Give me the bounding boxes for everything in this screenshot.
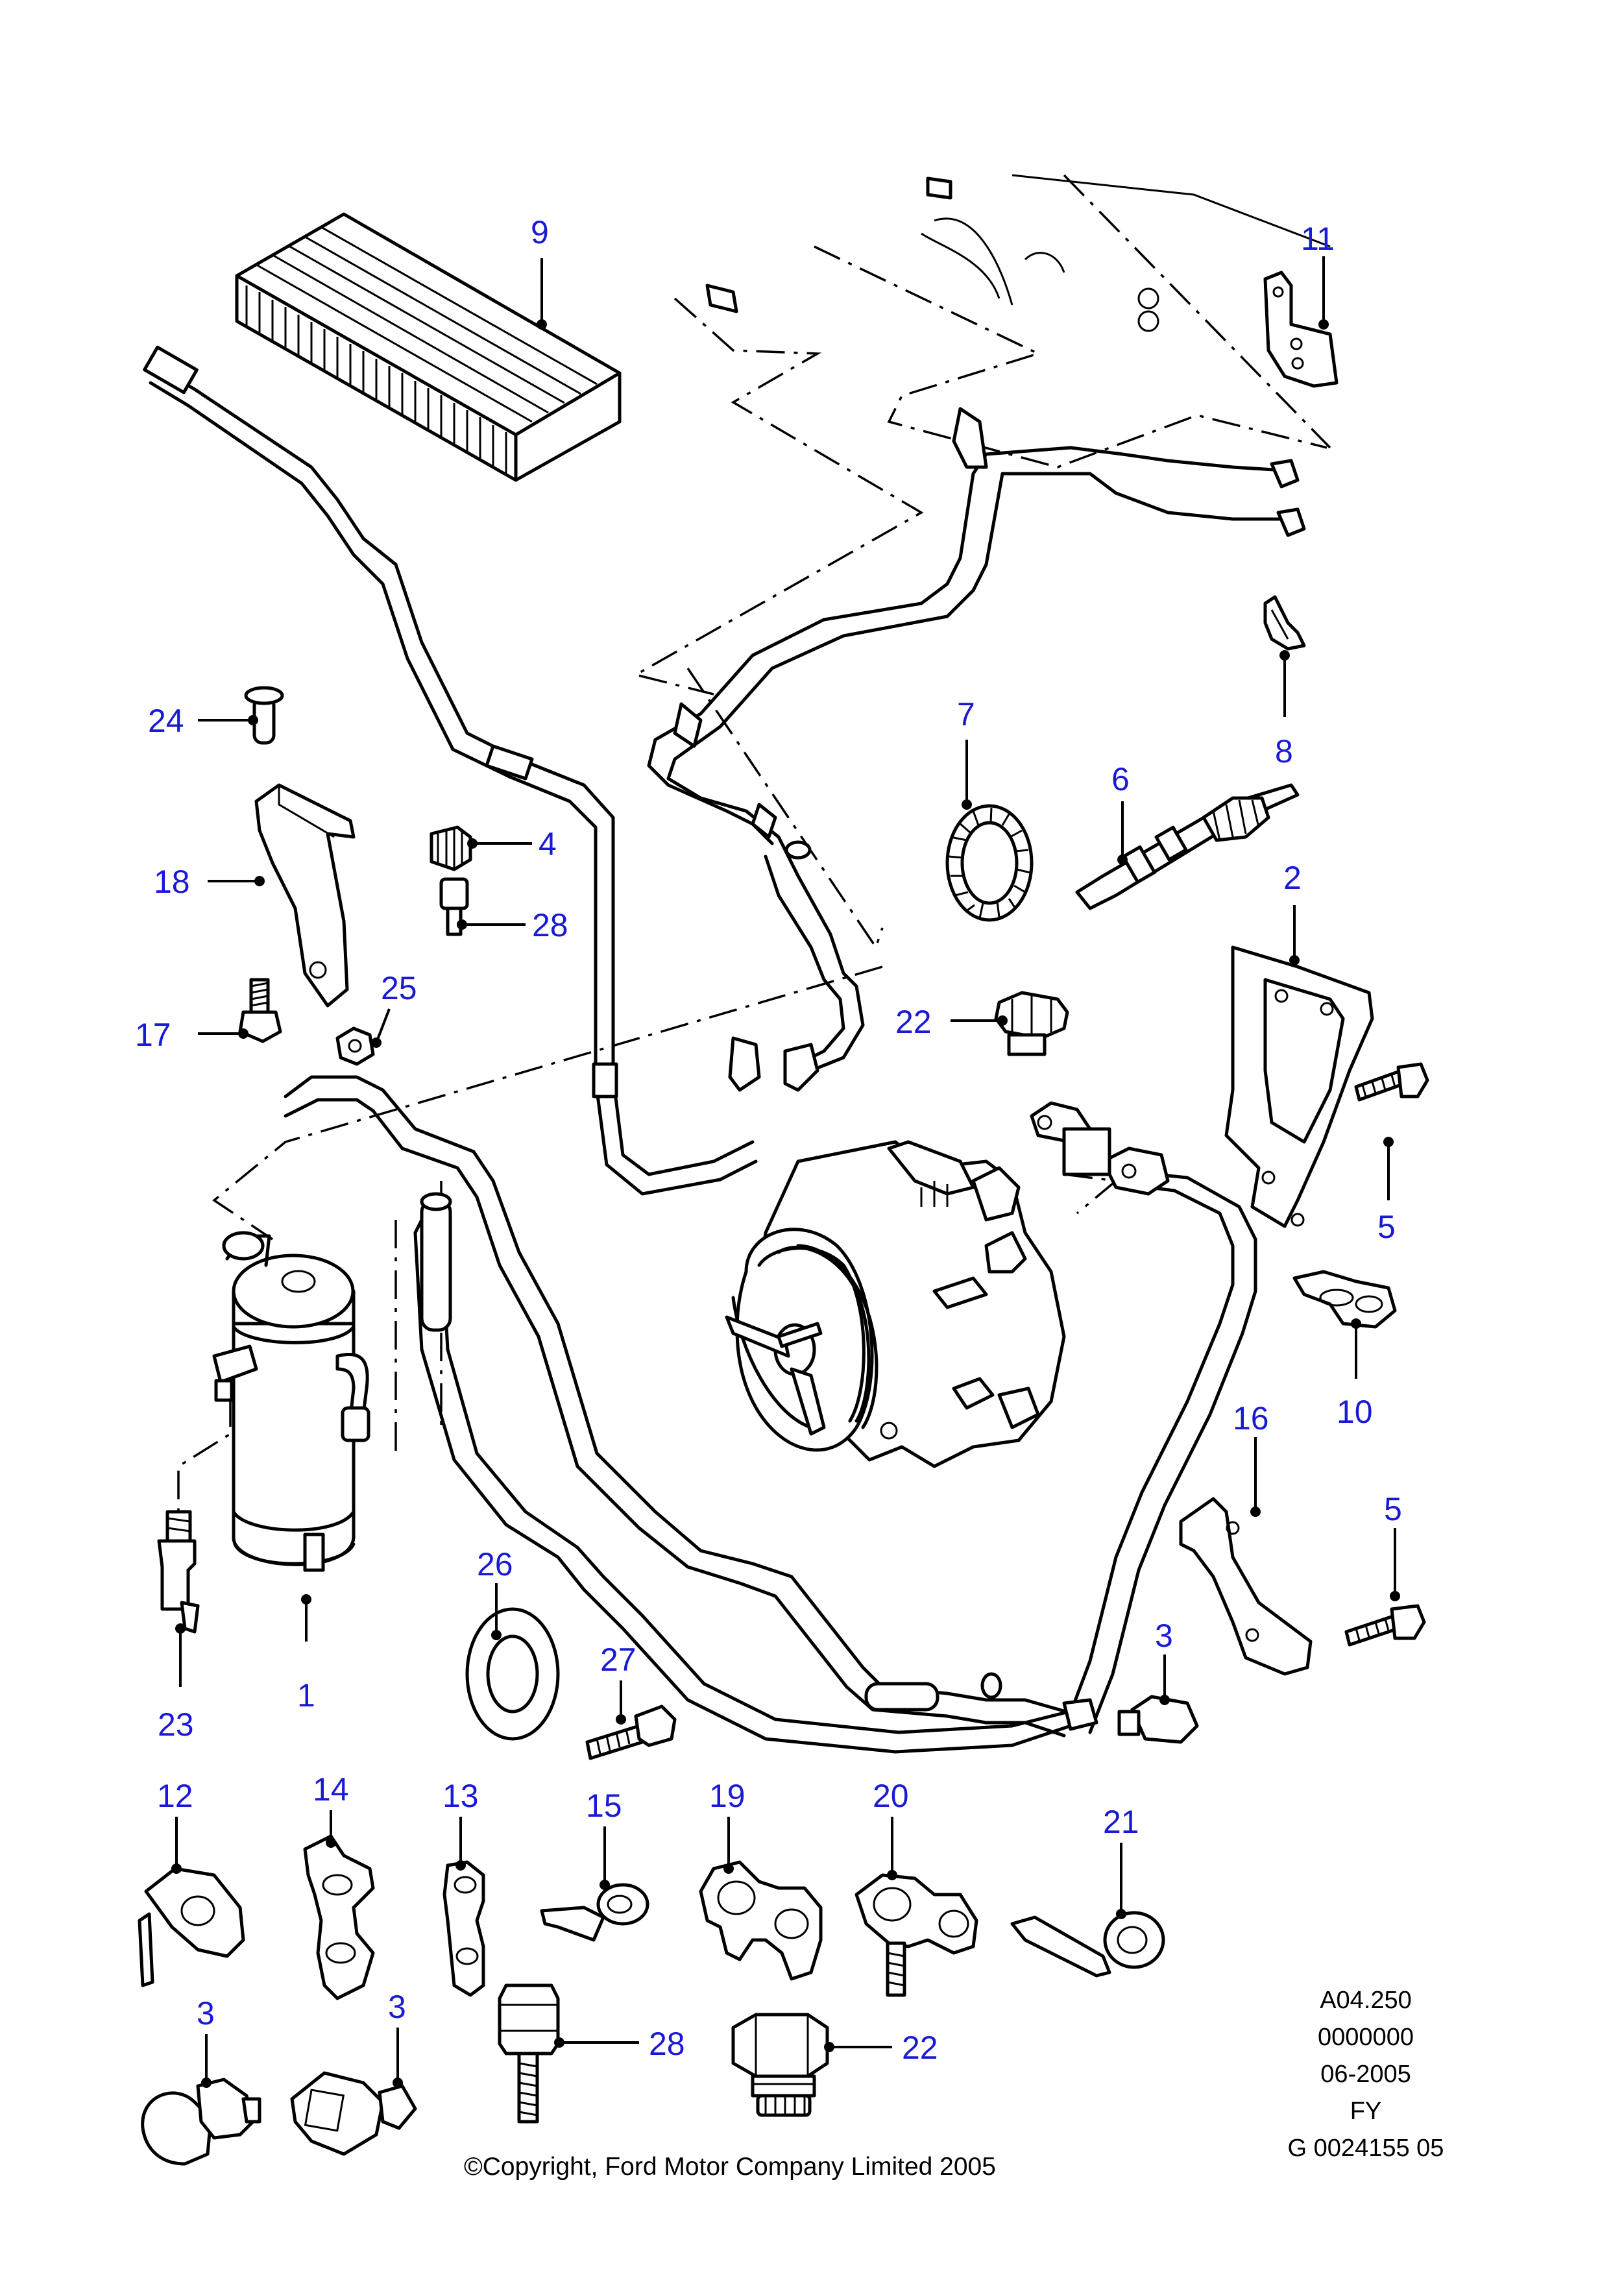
callout-3-middle: 3 — [1155, 1618, 1173, 1654]
part-25-nut — [335, 1026, 375, 1066]
reference-number: 0000000 — [1318, 2024, 1414, 2051]
upper-pipe-assembly — [647, 407, 1306, 1092]
part-21-clip — [1010, 1911, 1165, 1978]
callout-18: 18 — [154, 864, 190, 900]
part-11-bracket — [1263, 271, 1339, 388]
suction-hose-upper — [143, 345, 758, 1196]
callout-17: 17 — [135, 1017, 171, 1053]
part-28-valve-lower — [498, 1983, 560, 2124]
reference-market: FY — [1350, 2098, 1382, 2125]
part-19-double-clip — [699, 1860, 823, 1981]
callout-6: 6 — [1111, 761, 1130, 797]
part-9-pollen-filter — [235, 212, 622, 482]
callout-24: 24 — [148, 703, 184, 739]
callout-21: 21 — [1103, 1804, 1139, 1840]
part-17-bolt — [238, 978, 282, 1043]
reference-code: A04.250 — [1320, 1987, 1412, 2014]
callout-14: 14 — [313, 1771, 349, 1808]
callout-20: 20 — [873, 1778, 909, 1814]
callout-9: 9 — [531, 214, 549, 250]
callout-4: 4 — [539, 826, 557, 862]
part-16-bracket — [1179, 1497, 1313, 1676]
part-2-compressor-bracket — [1224, 945, 1374, 1228]
part-7-seal-washer — [945, 804, 1034, 922]
callout-22-lower: 22 — [902, 2030, 938, 2066]
callout-3-lower-left: 3 — [197, 1995, 215, 2031]
engine-outline — [705, 174, 1331, 332]
part-3-sensor-lower-middle — [290, 2071, 417, 2156]
reference-drawing-id: G 0024155 05 — [1287, 2135, 1444, 2162]
callout-5-lower: 5 — [1384, 1491, 1402, 1527]
reference-date: 06-2005 — [1320, 2061, 1411, 2088]
callout-7: 7 — [957, 696, 975, 733]
liquid-line-lower — [284, 1075, 1257, 1754]
callout-15: 15 — [586, 1788, 622, 1824]
reference-block: A04.250 0000000 06-2005 FY G 0024155 05 — [1268, 1982, 1463, 2167]
part-23-pressure-switch — [157, 1510, 200, 1634]
part-18-bracket — [254, 783, 356, 1008]
callout-19: 19 — [709, 1778, 745, 1814]
part-10-clip — [1292, 1270, 1397, 1329]
callout-23: 23 — [158, 1706, 194, 1743]
part-3-sensor-lower-left — [141, 2078, 261, 2166]
part-13-clip — [442, 1860, 485, 1997]
copyright-notice: ©Copyright, Ford Motor Company Limited 2… — [464, 2153, 996, 2181]
callout-28-upper: 28 — [532, 907, 568, 943]
compressor — [725, 1140, 1066, 1468]
callout-numbers: 9 11 8 7 6 2 22 5 10 16 5 3 24 18 17 25 … — [135, 214, 1402, 2066]
callout-1: 1 — [297, 1677, 315, 1714]
callout-2: 2 — [1283, 860, 1302, 896]
part-27-bolt — [585, 1704, 677, 1760]
part-22-switch-lower — [731, 2013, 829, 2117]
part-28-valve-core-upper — [439, 877, 469, 936]
callout-27: 27 — [600, 1642, 636, 1678]
callout-8: 8 — [1275, 733, 1293, 770]
callout-25: 25 — [381, 970, 417, 1006]
part-15-clip — [540, 1883, 649, 1942]
callout-16: 16 — [1233, 1400, 1269, 1436]
callout-22-upper: 22 — [895, 1004, 932, 1040]
callout-3-lower-middle: 3 — [388, 1989, 406, 2025]
callout-28-lower: 28 — [649, 2026, 685, 2062]
part-20-clip-with-stud — [854, 1873, 978, 1997]
callout-26: 26 — [477, 1546, 513, 1582]
callout-11: 11 — [1301, 221, 1335, 257]
part-5-bolt-lower — [1344, 1604, 1426, 1647]
callout-13: 13 — [442, 1778, 479, 1814]
part-6-orifice-valve — [1075, 783, 1300, 910]
part-5-bolt-upper — [1354, 1062, 1429, 1102]
part-4-valve-cap — [430, 825, 472, 871]
part-8-clip — [1263, 595, 1306, 651]
part-12-clamp — [138, 1867, 245, 1987]
callout-10: 10 — [1337, 1394, 1373, 1430]
part-1-accumulator — [212, 1231, 370, 1572]
callout-12: 12 — [157, 1778, 193, 1814]
callout-5-upper: 5 — [1377, 1209, 1396, 1245]
part-26-washer — [465, 1607, 560, 1741]
part-14-clip — [303, 1834, 375, 2000]
leader-lines — [171, 256, 1400, 2088]
part-3-sensor-middle — [1117, 1695, 1199, 1744]
compressor-manifold-block — [1030, 1101, 1170, 1196]
